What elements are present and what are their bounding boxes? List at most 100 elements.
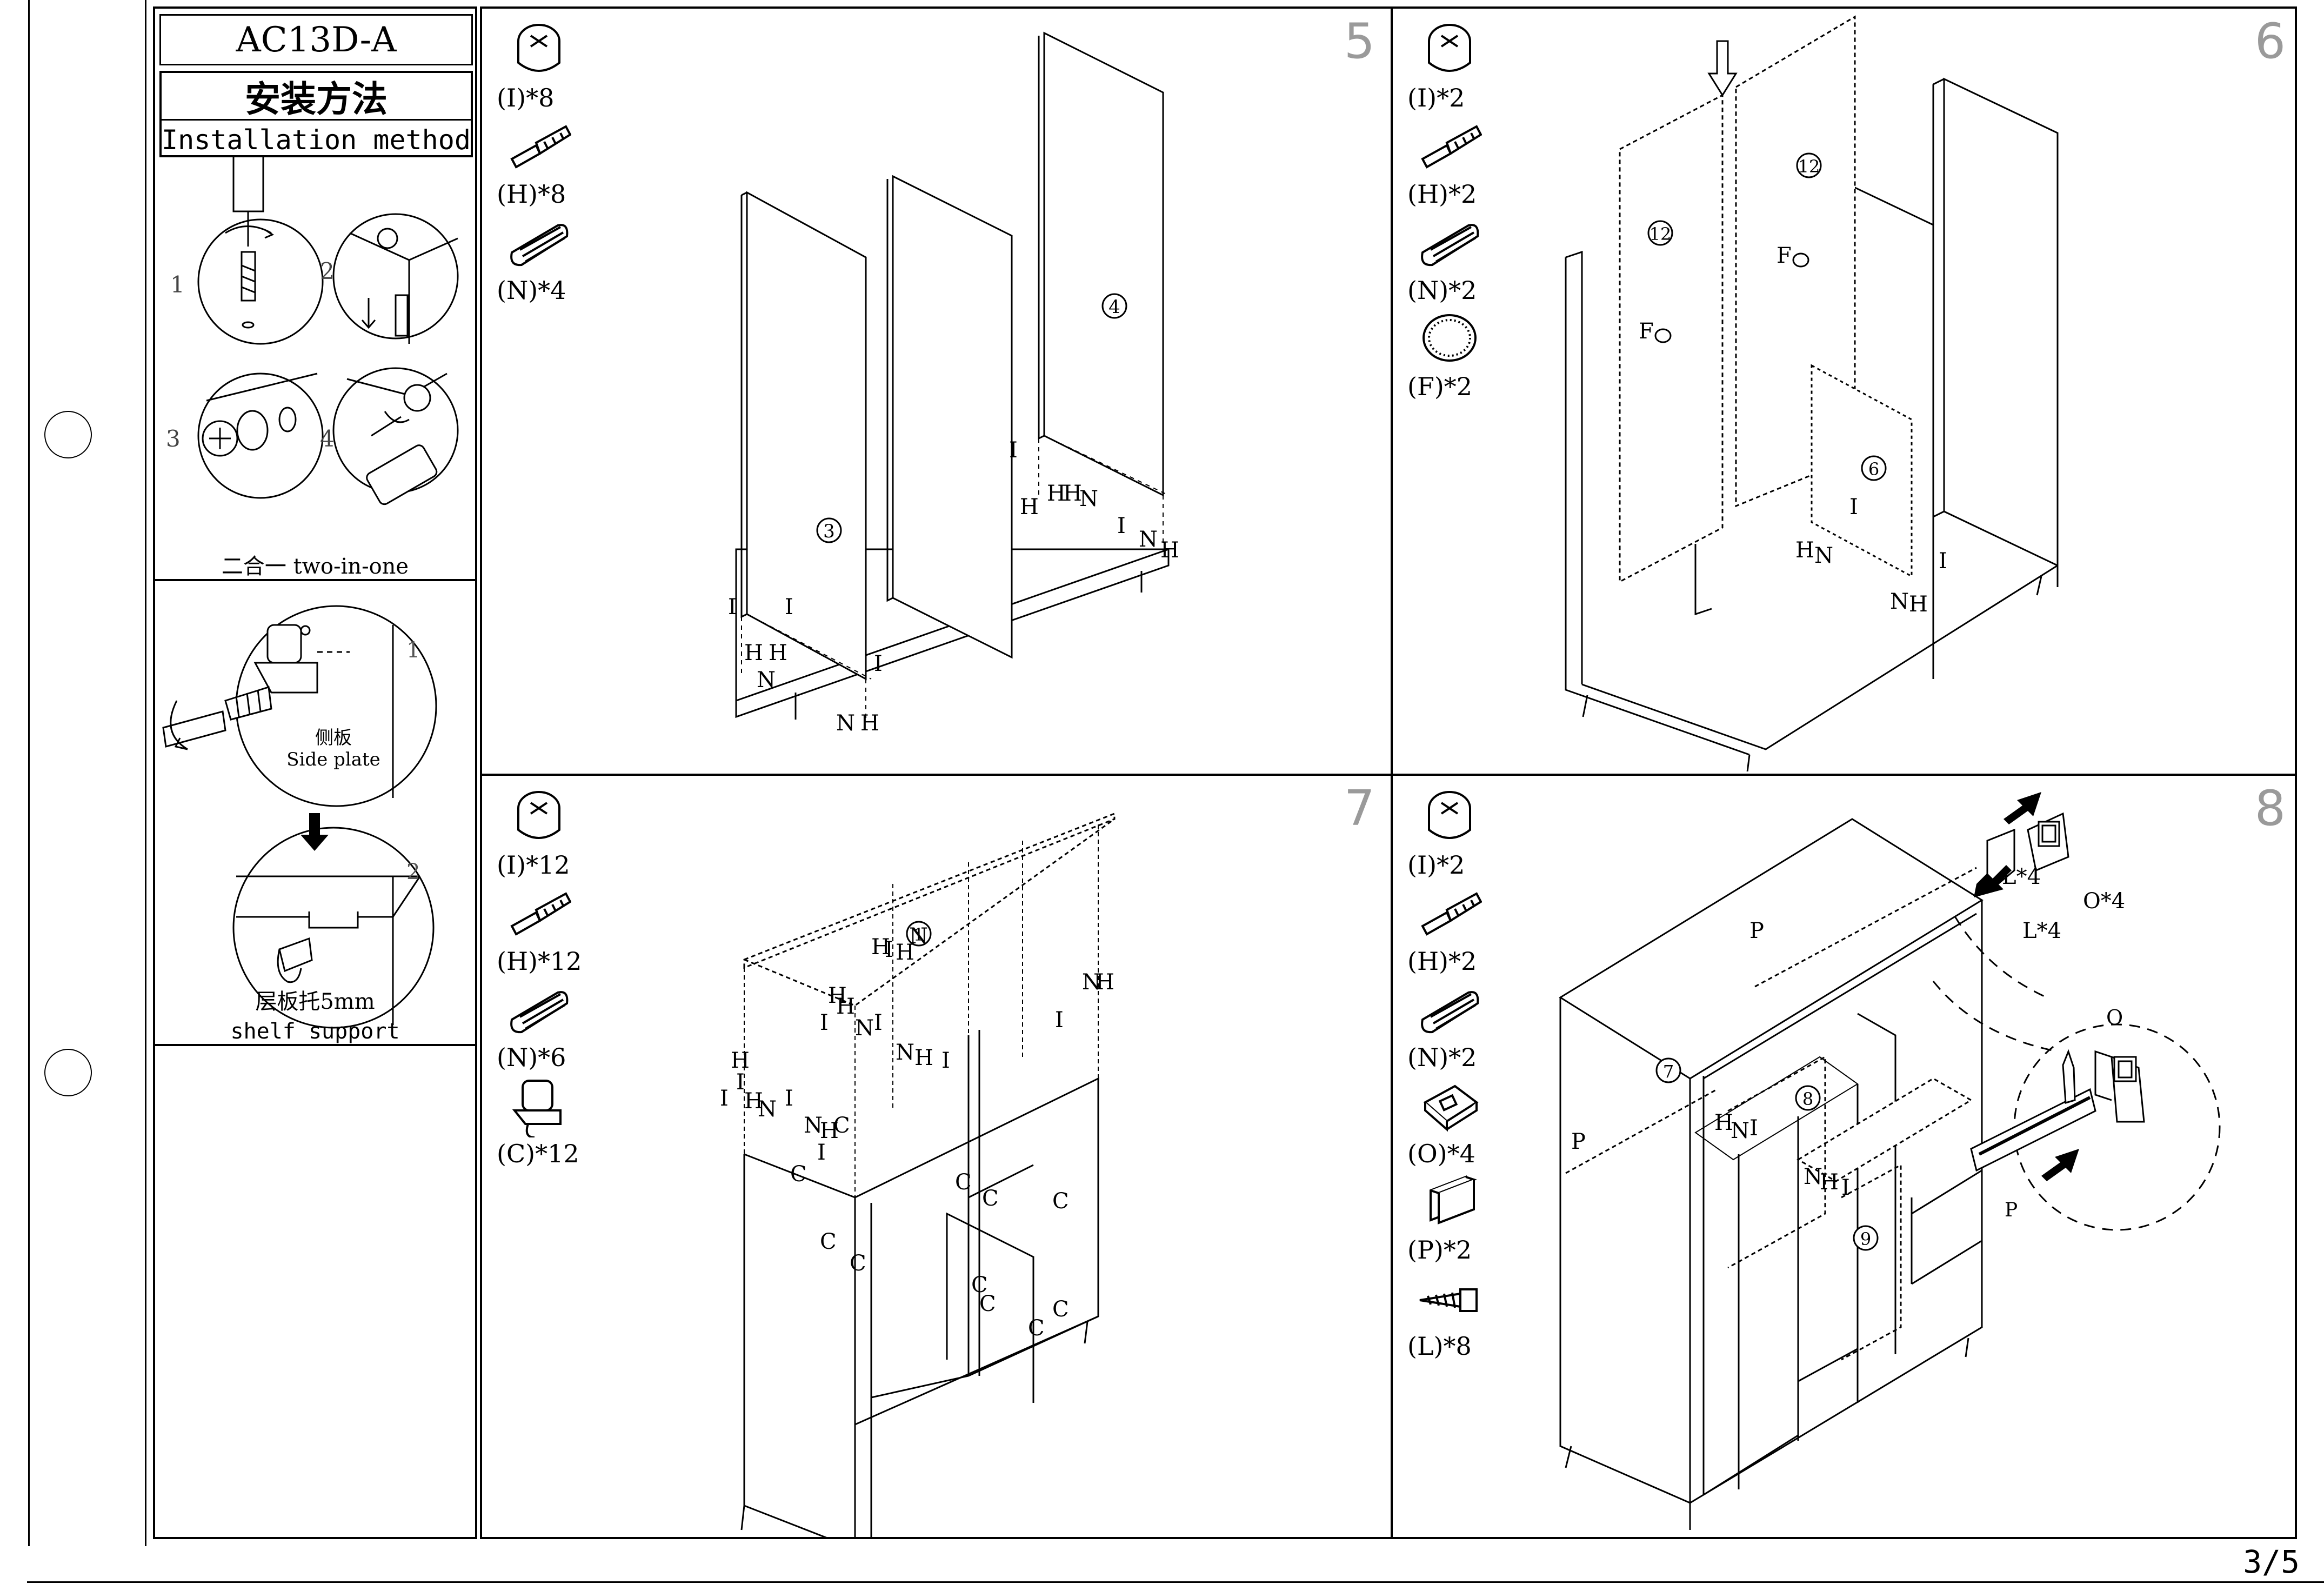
panel-number-label: 1 [913, 924, 924, 945]
part-item: (O)*4 [1401, 1075, 1509, 1172]
hardware-letter-label: C [833, 1113, 850, 1138]
part-label: (I)*12 [497, 850, 570, 880]
part-label: (F)*2 [1407, 372, 1473, 401]
part-label: (I)*2 [1407, 83, 1465, 112]
binding-margin-line [145, 0, 146, 1546]
part-label: (P)*2 [1407, 1235, 1472, 1264]
hardware-letter-label: N [1079, 487, 1098, 511]
part-label: (I)*2 [1407, 850, 1465, 880]
wooden-dowel-icon [1421, 224, 1479, 267]
model-number: AC13D-A [159, 14, 473, 65]
section-divider [155, 1044, 475, 1046]
hardware-letter-label: H [1020, 495, 1039, 520]
hanging-rail-icon [1430, 1175, 1477, 1224]
hardware-letter-label: H [1047, 481, 1066, 506]
middle-panel [892, 175, 1013, 659]
detail-circle [332, 213, 459, 340]
hardware-letter-label: H [1714, 1110, 1733, 1135]
hardware-letter-label: H [769, 641, 787, 665]
hardware-letter-label: F [1777, 243, 1792, 268]
cam-bolt-icon [510, 892, 571, 936]
grid-divider [482, 774, 2295, 776]
hardware-letter-label: C [955, 1170, 972, 1195]
panel-number-label: 4 [1108, 296, 1120, 318]
top-panel-1 [743, 812, 1116, 969]
grid-divider [1391, 9, 1393, 1537]
hardware-letter-label: H [744, 1089, 763, 1114]
detail-circle [197, 218, 324, 345]
wooden-dowel-icon [510, 224, 569, 267]
hardware-letter-label: H [836, 994, 855, 1019]
hardware-letter-label: I [720, 1086, 729, 1111]
hardware-letter-label: N [1139, 527, 1158, 552]
hardware-letter-label: H [860, 711, 879, 736]
cam-bolt-icon [510, 125, 571, 169]
hardware-letter-label: C [850, 1251, 866, 1276]
method-title-cn: 安装方法 [162, 73, 471, 121]
part-item: (H)*12 [490, 883, 598, 979]
hardware-letter-label: I [820, 1010, 829, 1035]
method-step-number: 2 [320, 258, 335, 284]
hardware-letter-label: N [896, 1040, 914, 1065]
hardware-letter-label: H [914, 1046, 933, 1070]
detail-label-brackets: O*4 [2083, 889, 2125, 914]
part-item: (I)*2 [1401, 19, 1509, 116]
page-number: 3/5 [2243, 1543, 2300, 1580]
part-item: (C)*12 [490, 1075, 598, 1172]
hardware-letter-label: I [1849, 495, 1858, 520]
hanging-rail [1754, 867, 1977, 988]
cover-cap-icon [1423, 314, 1477, 362]
shelf-support-icon [512, 1080, 562, 1137]
cam-lock-method-illustration: 1 2 3 4 二合一 two-in-one [166, 157, 459, 579]
detail-label-screws: L*4 [2002, 864, 2041, 889]
step-8-assembly-drawing: 7 8 9 P P H N I N H I P O L*4 O*4 L*4 [1559, 792, 2221, 1530]
step-5-assembly-drawing: 3 4 I I I H H N N H I H H N H I N H [728, 31, 1179, 736]
shelf-support-icon [278, 937, 313, 973]
part-label: (N)*2 [1407, 1043, 1477, 1072]
hardware-letter-label: C [982, 1186, 999, 1211]
hardware-letter-label: H [1795, 538, 1814, 563]
panel-number-label: 8 [1802, 1089, 1813, 1109]
hardware-letter-label: H [731, 1048, 750, 1073]
detail-circle [197, 372, 324, 499]
hardware-letter-label: N [836, 711, 855, 736]
hardware-letter-label: I [1841, 1175, 1850, 1200]
panel-number-label: 9 [1860, 1229, 1871, 1249]
part-label: (H)*2 [1407, 179, 1477, 209]
method-step-number: 4 [320, 425, 335, 452]
cam-bolt-icon [241, 251, 256, 302]
method-step-number: 3 [166, 425, 181, 452]
part-item: (I)*8 [490, 19, 598, 116]
panel-number-label: 7 [1663, 1061, 1674, 1082]
hardware-letter-label: C [1052, 1189, 1069, 1214]
arrow-icon [1974, 865, 2012, 897]
shelf-support-icon [266, 624, 302, 664]
base-panel [735, 548, 1170, 718]
method-step-number: 1 [406, 638, 420, 663]
hardware-letter-label: N [1804, 1164, 1822, 1189]
screwdriver-icon [366, 444, 438, 505]
two-in-one-caption: 二合一 two-in-one [222, 554, 409, 579]
installation-method-header: 安装方法 Installation method [159, 71, 473, 157]
part-item: (L)*8 [1401, 1268, 1509, 1364]
hardware-letter-label: C [979, 1292, 996, 1316]
hardware-letter-label: N [1082, 970, 1101, 995]
hardware-letter-label: I [1009, 438, 1018, 463]
cam-bolt-icon [395, 294, 409, 337]
side-panel-4 [1043, 31, 1164, 497]
part-item: (N)*2 [1401, 979, 1509, 1075]
step-number: 8 [2254, 780, 2286, 837]
arrow-icon [2041, 1149, 2079, 1181]
back-panel-12 [1619, 94, 1724, 583]
hardware-letter-label: P [1749, 919, 1764, 943]
hardware-letter-label: I [874, 651, 883, 676]
step-6-panel: 6 (I)*2 (H)*2 (N)*2 (F)*2 [1393, 9, 2299, 771]
detail-circle [232, 827, 435, 1029]
parts-list: (I)*2 (H)*2 (N)*2 (O)*4 (P)*2 (L)*8 [1401, 787, 1509, 1364]
arrow-down-icon [1707, 40, 1738, 97]
parts-list: (I)*12 (H)*12 (N)*6 (C)*12 [490, 787, 598, 1172]
panel-number-label: 12 [1649, 224, 1672, 244]
step-8-panel: 8 (I)*2 (H)*2 (N)*2 (O)*4 (P)*2 [1393, 776, 2299, 1539]
left-side-panel [1565, 257, 1750, 756]
side-plate-label-cn: 侧板 [315, 727, 352, 749]
